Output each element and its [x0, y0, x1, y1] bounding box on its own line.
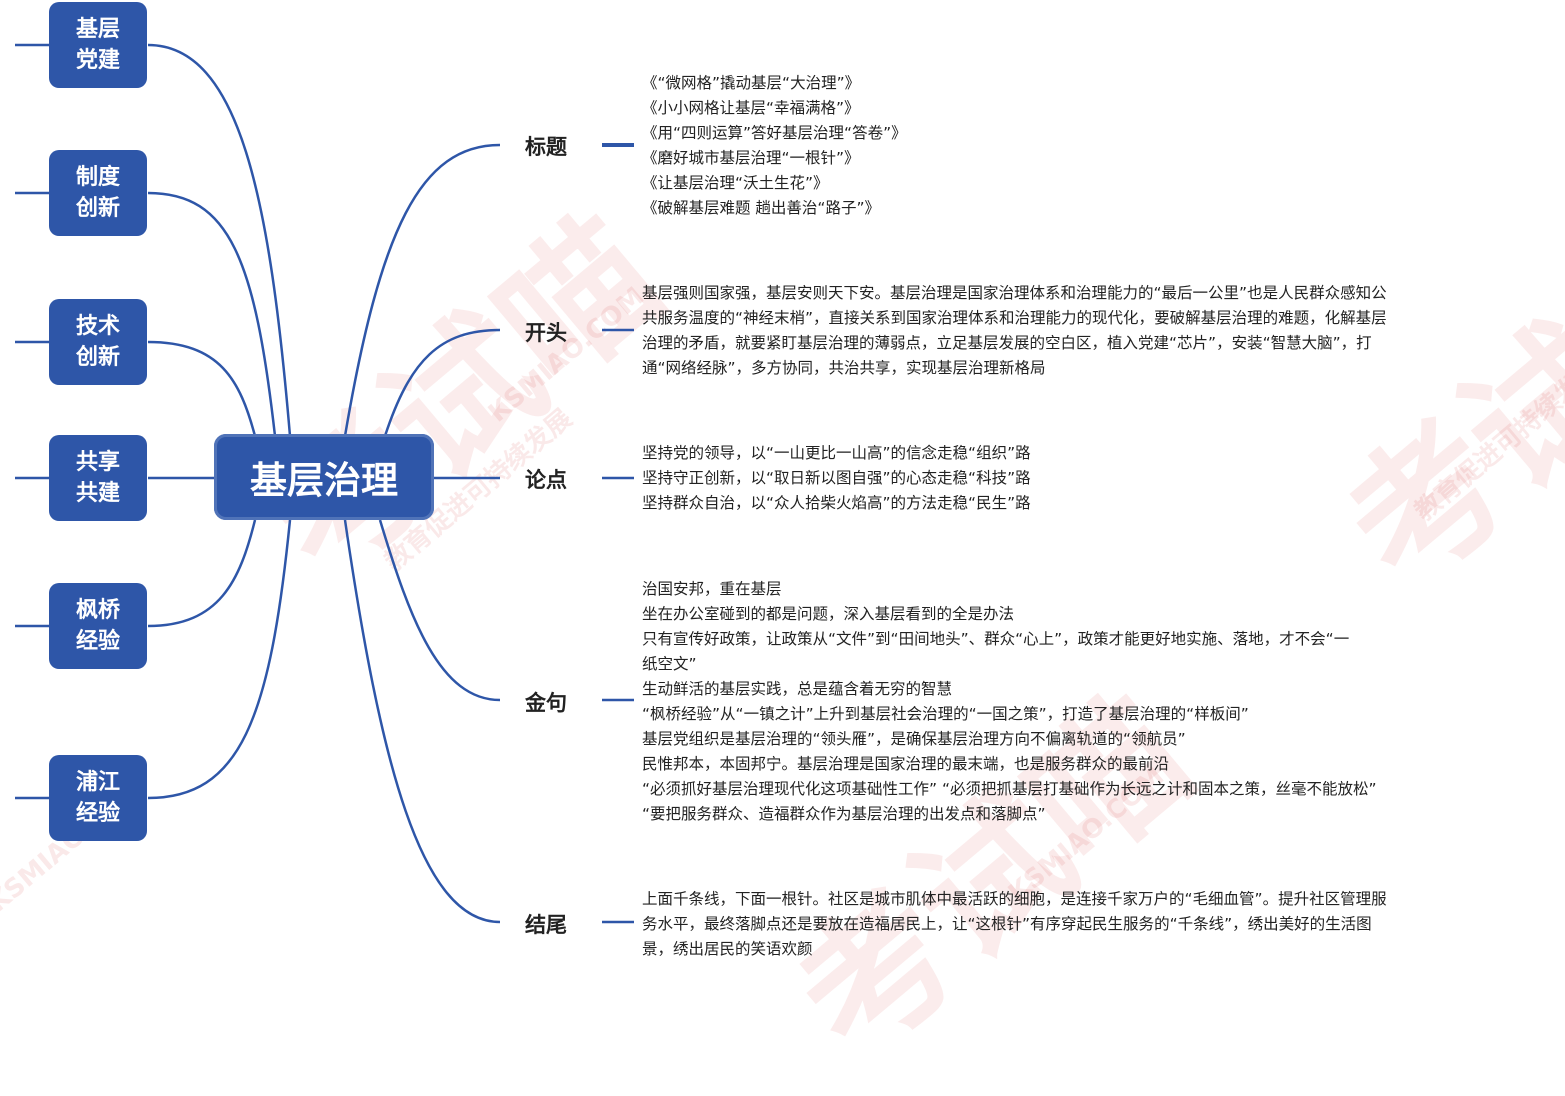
node-line: 技术: [75, 314, 120, 339]
node-line: 经验: [75, 629, 120, 654]
argument-item: 坚持党的领导，以“一山更比一山高”的信念走稳“组织”路: [642, 444, 1031, 462]
node-line: 经验: [75, 801, 120, 826]
quote-item: 只有宣传好政策，让政策从“文件”到“田间地头”、群众“心上”，政策才能更好地实施…: [642, 630, 1350, 648]
node-institutional-innovation: 制度 创新: [49, 150, 147, 236]
title-item: 《破解基层难题 趟出善治“路子”》: [642, 199, 880, 217]
connector-left-5: [147, 519, 257, 628]
ending-line: 上面千条线，下面一根针。社区是城市肌体中最活跃的细胞，是连接千家万户的“毛细血管…: [642, 890, 1387, 908]
arguments-list: 坚持党的领导，以“一山更比一山高”的信念走稳“组织”路 坚持守正创新，以“取日新…: [642, 441, 1031, 516]
connector-lines: [15, 43, 634, 924]
node-line: 共建: [75, 481, 120, 506]
node-shared-building: 共享 共建: [49, 435, 147, 521]
connector-right-ending: [343, 519, 501, 924]
connector-right-titles: [343, 143, 501, 437]
title-item: 《让基层治理“沃土生花”》: [642, 174, 829, 192]
node-line: 浦江: [75, 770, 120, 795]
quote-item: 生动鲜活的基层实践，总是蕴含着无穷的智慧: [642, 680, 953, 698]
branch-label-quotes: 金句: [525, 691, 567, 715]
quote-item: “枫桥经验”从“一镇之计”上升到基层社会治理的“一国之策”，打造了基层治理的“样…: [642, 705, 1249, 723]
argument-item: 坚持群众自治，以“众人拾柴火焰高”的方法走稳“民生”路: [642, 494, 1031, 512]
ending-line: 务水平，最终落脚点还是要放在造福居民上，让“这根针”有序穿起民生服务的“千条线”…: [642, 915, 1372, 933]
opening-paragraph: 基层强则国家强，基层安则天下安。基层治理是国家治理体系和治理能力的“最后一公里”…: [642, 281, 1387, 381]
node-line: 枫桥: [75, 598, 120, 623]
opening-line: 基层强则国家强，基层安则天下安。基层治理是国家治理体系和治理能力的“最后一公里”…: [642, 284, 1387, 302]
node-line: 党建: [75, 48, 120, 73]
node-line: 创新: [75, 345, 120, 370]
quote-item: 基层党组织是基层治理的“领头雁”，是确保基层治理方向不偏离轨道的“领航员”: [642, 730, 1186, 748]
title-item: 《磨好城市基层治理“一根针”》: [642, 149, 860, 167]
connector-right-quotes: [378, 519, 501, 702]
ending-line: 景，绣出居民的笑语欢颜: [642, 940, 813, 958]
quote-item: 纸空文”: [642, 655, 697, 673]
branch-label-ending: 结尾: [525, 913, 567, 937]
connector-left-6: [147, 519, 292, 800]
title-item: 《小小网格让基层“幸福满格”》: [642, 99, 860, 117]
quote-item: “必须抓好基层治理现代化这项基础性工作” “必须把抓基层打基础作为长远之计和固本…: [642, 780, 1377, 798]
opening-line: 治理的矛盾，就要紧盯基层治理的薄弱点，立足基层发展的空白区，植入党建“芯片”，安…: [642, 334, 1372, 352]
connector-left-3: [147, 340, 257, 437]
branch-label-arguments: 论点: [525, 468, 567, 492]
quote-item: “要把服务群众、造福群众作为基层治理的出发点和落脚点”: [642, 805, 1046, 823]
quote-item: 民惟邦本，本固邦宁。基层治理是国家治理的最末端，也是服务群众的最前沿: [642, 755, 1170, 773]
quote-item: 治国安邦，重在基层: [642, 580, 782, 598]
branch-label-titles: 标题: [525, 135, 567, 159]
argument-item: 坚持守正创新，以“取日新以图自强”的心态走稳“科技”路: [642, 469, 1031, 487]
central-topic: 基层治理: [214, 434, 434, 520]
titles-list: 《“微网格”撬动基层“大治理”》 《小小网格让基层“幸福满格”》 《用“四则运算…: [642, 71, 907, 221]
opening-line: 通“网络经脉”，多方协同，共治共享，实现基层治理新格局: [642, 359, 1046, 377]
quote-item: 坐在办公室碰到的都是问题，深入基层看到的全是办法: [642, 605, 1015, 623]
quotes-list: 治国安邦，重在基层 坐在办公室碰到的都是问题，深入基层看到的全是办法 只有宣传好…: [642, 577, 1377, 827]
title-item: 《用“四则运算”答好基层治理“答卷”》: [642, 124, 907, 142]
node-line: 共享: [75, 450, 120, 475]
node-fengqiao-experience: 枫桥 经验: [49, 583, 147, 669]
ending-paragraph: 上面千条线，下面一根针。社区是城市肌体中最活跃的细胞，是连接千家万户的“毛细血管…: [642, 887, 1387, 962]
node-pujiang-experience: 浦江 经验: [49, 755, 147, 841]
node-party-building: 基层 党建: [49, 2, 147, 88]
node-line: 创新: [75, 196, 120, 221]
node-tech-innovation: 技术 创新: [49, 299, 147, 385]
node-line: 基层: [75, 17, 120, 42]
title-item: 《“微网格”撬动基层“大治理”》: [642, 74, 861, 92]
node-line: 制度: [75, 165, 120, 190]
connector-left-2: [147, 191, 277, 437]
connector-left-1: [147, 43, 292, 437]
branch-label-opening: 开头: [525, 321, 567, 345]
opening-line: 共服务温度的“神经末梢”，直接关系到国家治理体系和治理能力的现代化，要破解基层治…: [642, 309, 1387, 327]
connector-right-opening: [383, 328, 501, 437]
